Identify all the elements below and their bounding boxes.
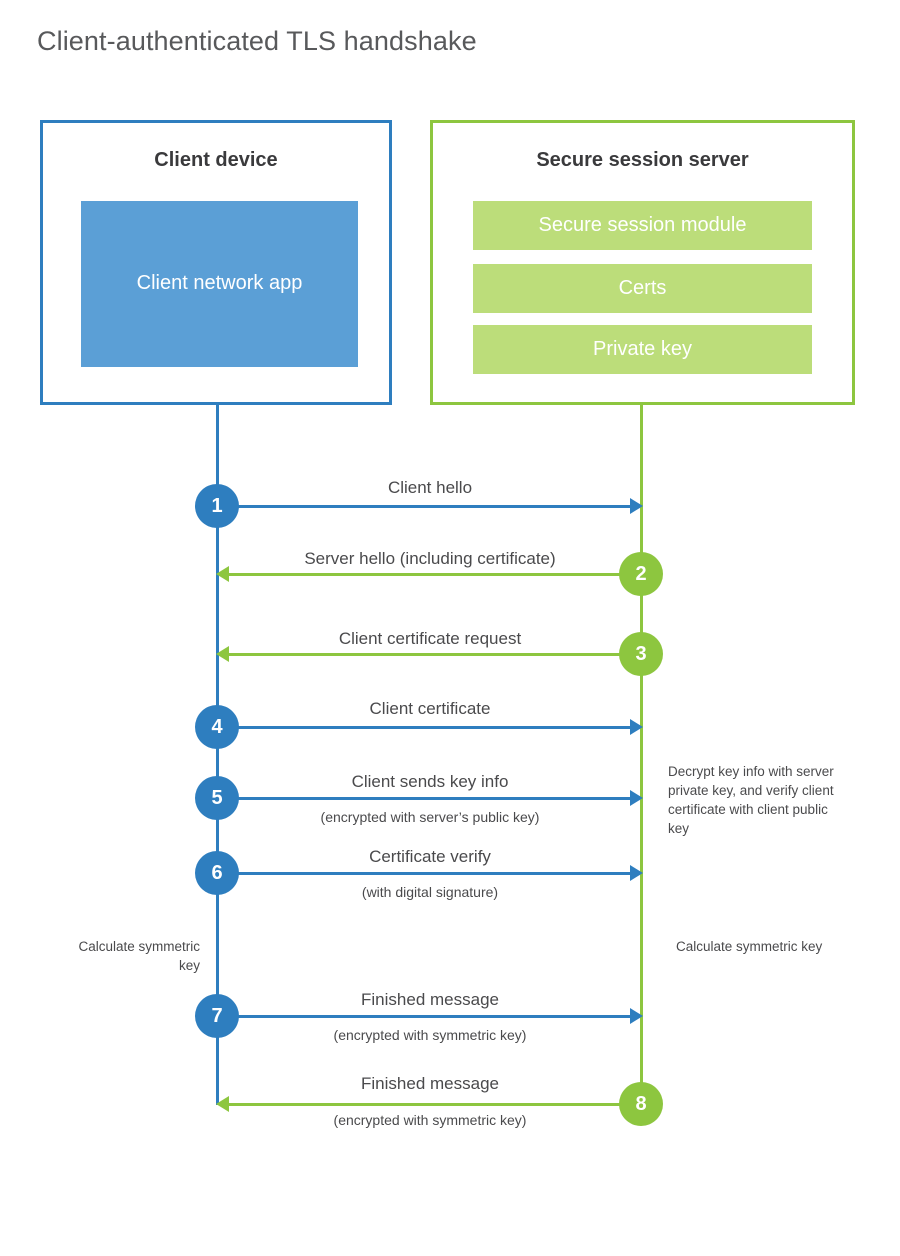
secure-session-server-title: Secure session server	[536, 149, 749, 171]
arrow-head-right-icon	[630, 719, 643, 735]
arrow-line	[217, 726, 632, 729]
message-sublabel: (encrypted with server’s public key)	[320, 809, 540, 825]
arrow-head-right-icon	[630, 1008, 643, 1024]
step-number-badge[interactable]: 3	[619, 632, 663, 676]
message-label: Client sends key info	[351, 772, 509, 791]
secure-session-server-box: Secure session server Secure session mod…	[430, 120, 855, 405]
step-number-badge[interactable]: 6	[195, 851, 239, 895]
client-network-app-block: Client network app	[81, 201, 358, 367]
private-key-block: Private key	[473, 325, 812, 374]
message-label: Server hello (including certificate)	[304, 549, 556, 568]
arrow-line	[226, 653, 641, 656]
arrow-line	[217, 1015, 632, 1018]
arrow-head-right-icon	[630, 498, 643, 514]
client-device-title: Client device	[154, 149, 278, 171]
client-lifeline	[216, 405, 219, 1105]
message-label: Client certificate	[369, 699, 491, 718]
message-sublabel: (encrypted with symmetric key)	[333, 1112, 527, 1128]
message-label: Finished message	[361, 1074, 499, 1093]
message-sublabel: (encrypted with symmetric key)	[333, 1027, 527, 1043]
arrow-head-left-icon	[216, 566, 229, 582]
step-number-badge[interactable]: 1	[195, 484, 239, 528]
page-title: Client-authenticated TLS handshake	[37, 26, 477, 56]
message-label: Certificate verify	[369, 847, 491, 866]
certs-block: Certs	[473, 264, 812, 313]
step-number-badge[interactable]: 5	[195, 776, 239, 820]
message-label: Client certificate request	[338, 629, 522, 648]
arrow-line	[217, 797, 632, 800]
step-number-badge[interactable]: 8	[619, 1082, 663, 1126]
secure-session-module-block: Secure session module	[473, 201, 812, 250]
step-number-badge[interactable]: 2	[619, 552, 663, 596]
message-label: Client hello	[387, 478, 473, 497]
server-lifeline	[640, 405, 643, 1105]
arrow-line	[217, 872, 632, 875]
note-decrypt-key-info: Decrypt key info with server private key…	[668, 764, 834, 837]
arrow-head-left-icon	[216, 646, 229, 662]
arrow-head-right-icon	[630, 790, 643, 806]
arrow-line	[226, 1103, 641, 1106]
step-number-badge[interactable]: 4	[195, 705, 239, 749]
step-number-badge[interactable]: 7	[195, 994, 239, 1038]
note-calculate-symmetric-key-server: Calculate symmetric key	[676, 939, 823, 954]
arrow-head-right-icon	[630, 865, 643, 881]
client-device-box: Client device Client network app	[40, 120, 392, 405]
note-calculate-symmetric-key-client: Calculate symmetric key	[78, 939, 200, 974]
arrow-line	[217, 505, 632, 508]
message-label: Finished message	[361, 990, 499, 1009]
message-sublabel: (with digital signature)	[361, 884, 499, 900]
arrow-head-left-icon	[216, 1096, 229, 1112]
arrow-line	[226, 573, 641, 576]
